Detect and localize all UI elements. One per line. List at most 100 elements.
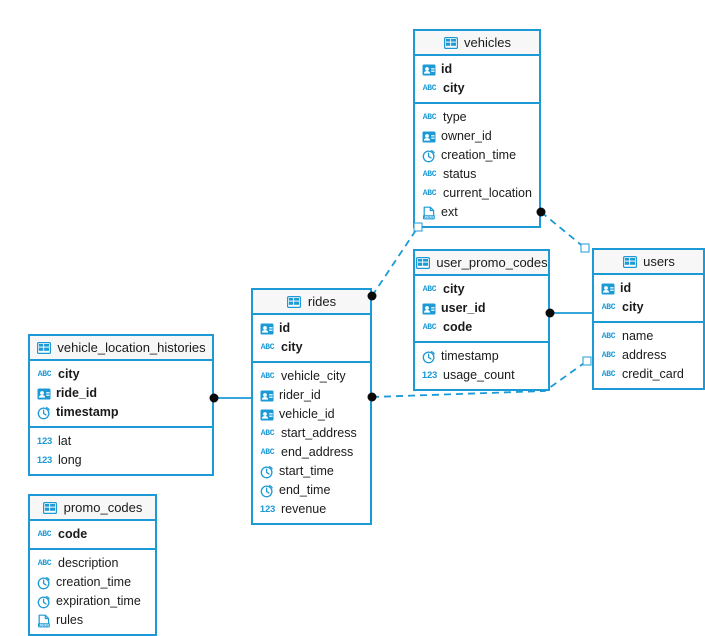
field-name: owner_id <box>441 129 492 144</box>
field-name: credit_card <box>622 367 684 382</box>
field-row[interactable]: id <box>253 319 370 338</box>
entity-title: users <box>643 254 675 269</box>
json-file-icon: JSON <box>421 205 436 220</box>
field-name: vehicle_id <box>279 407 335 422</box>
table-grid-icon <box>36 340 51 355</box>
field-name: status <box>443 167 477 182</box>
field-name: start_time <box>279 464 334 479</box>
entity-title: user_promo_codes <box>436 255 548 270</box>
field-name: city <box>443 81 465 96</box>
relationship-edge-vehicles-to-users[interactable] <box>540 211 586 249</box>
table-grid-icon <box>443 35 458 50</box>
abc-text-icon: ABC <box>601 331 616 341</box>
field-name: city <box>281 340 303 355</box>
field-row[interactable]: ABC credit_card <box>594 365 703 384</box>
key-person-icon <box>421 301 436 316</box>
field-name: timestamp <box>56 405 119 420</box>
field-name: code <box>443 320 473 335</box>
relationship-source-dot-marker <box>367 392 377 402</box>
field-row[interactable]: id <box>415 60 539 79</box>
field-row[interactable]: ride_id <box>30 384 212 403</box>
field-row[interactable]: vehicle_id <box>253 405 370 424</box>
field-row[interactable]: user_id <box>415 299 548 318</box>
entity-header-vehicles[interactable]: vehicles <box>415 31 539 56</box>
relationship-source-dot-marker <box>545 308 555 318</box>
key-person-icon <box>259 388 274 403</box>
field-row[interactable]: start_time <box>253 462 370 481</box>
number-123-icon: 123 <box>36 435 53 447</box>
abc-text-icon: ABC <box>601 369 616 379</box>
field-name: id <box>620 281 632 296</box>
field-row[interactable]: owner_id <box>415 127 539 146</box>
entity-header-promo_codes[interactable]: promo_codes <box>30 496 155 521</box>
relationship-target-square-marker <box>582 356 592 366</box>
field-row[interactable]: creation_time <box>415 146 539 165</box>
field-row[interactable]: creation_time <box>30 573 155 592</box>
entity-header-user_promo_codes[interactable]: user_promo_codes <box>415 251 548 276</box>
clock-icon <box>259 464 274 479</box>
relationship-target-square-marker <box>413 222 423 232</box>
relationship-target-square-marker <box>580 243 590 253</box>
clock-icon <box>421 148 436 163</box>
abc-text-icon: ABC <box>601 302 616 312</box>
key-person-icon <box>421 129 436 144</box>
field-row[interactable]: end_time <box>253 481 370 500</box>
entity-title: vehicle_location_histories <box>57 340 206 355</box>
field-name: id <box>279 321 291 336</box>
field-row[interactable]: expiration_time <box>30 592 155 611</box>
entity-header-users[interactable]: users <box>594 250 703 275</box>
entity-header-rides[interactable]: rides <box>253 290 370 315</box>
field-row[interactable]: rider_id <box>253 386 370 405</box>
svg-text:JSON: JSON <box>424 215 434 219</box>
key-person-icon <box>600 281 615 296</box>
field-name: ride_id <box>56 386 97 401</box>
abc-text-icon: ABC <box>260 428 275 438</box>
field-name: city <box>443 282 465 297</box>
entity-title: promo_codes <box>63 500 143 515</box>
field-row[interactable]: timestamp <box>30 403 212 422</box>
table-grid-icon <box>43 500 58 515</box>
abc-text-icon: ABC <box>37 369 52 379</box>
field-row[interactable]: timestamp <box>415 347 548 366</box>
field-row[interactable]: id <box>594 279 703 298</box>
field-name: creation_time <box>56 575 132 590</box>
relationship-edge-vehicles-to-rides[interactable] <box>371 226 419 297</box>
entity-header-vehicle_location_histories[interactable]: vehicle_location_histories <box>30 336 212 361</box>
number-123-icon: 123 <box>36 454 53 466</box>
